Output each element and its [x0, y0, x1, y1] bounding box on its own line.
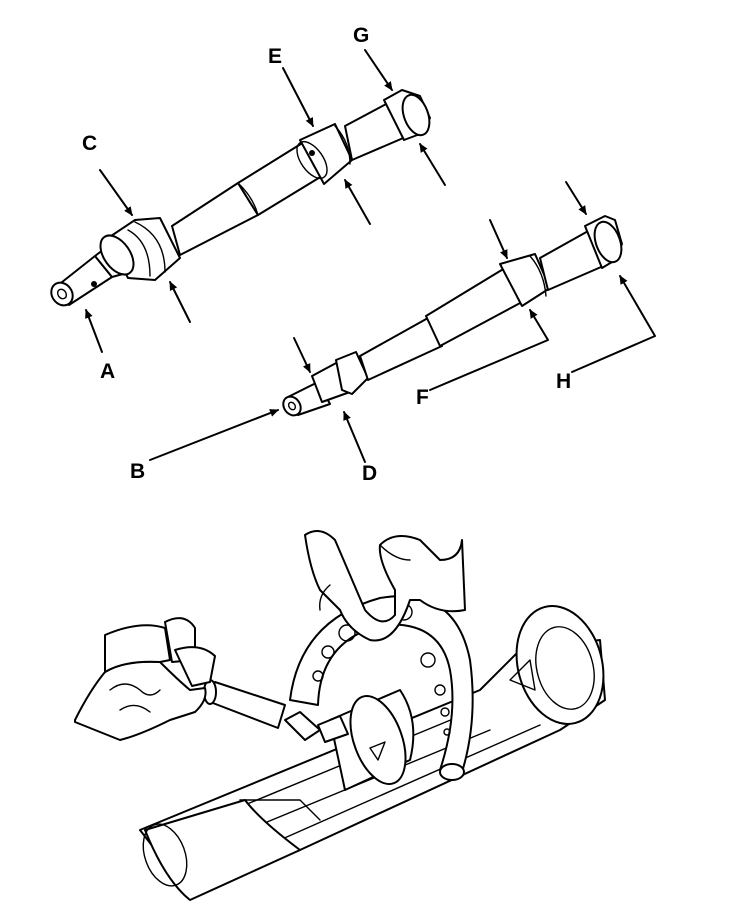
label-b: B: [130, 460, 145, 483]
label-a: A: [100, 360, 115, 383]
label-e: E: [268, 45, 282, 68]
callout-arrows: [85, 49, 656, 463]
label-g: G: [353, 24, 369, 47]
label-c: C: [82, 132, 97, 155]
label-f: F: [416, 386, 429, 409]
label-h: H: [556, 370, 571, 393]
shaft-upper: [50, 89, 431, 307]
label-d: D: [362, 462, 377, 485]
micrometer-scene: [74, 530, 606, 901]
shaft-lower: [282, 215, 623, 417]
